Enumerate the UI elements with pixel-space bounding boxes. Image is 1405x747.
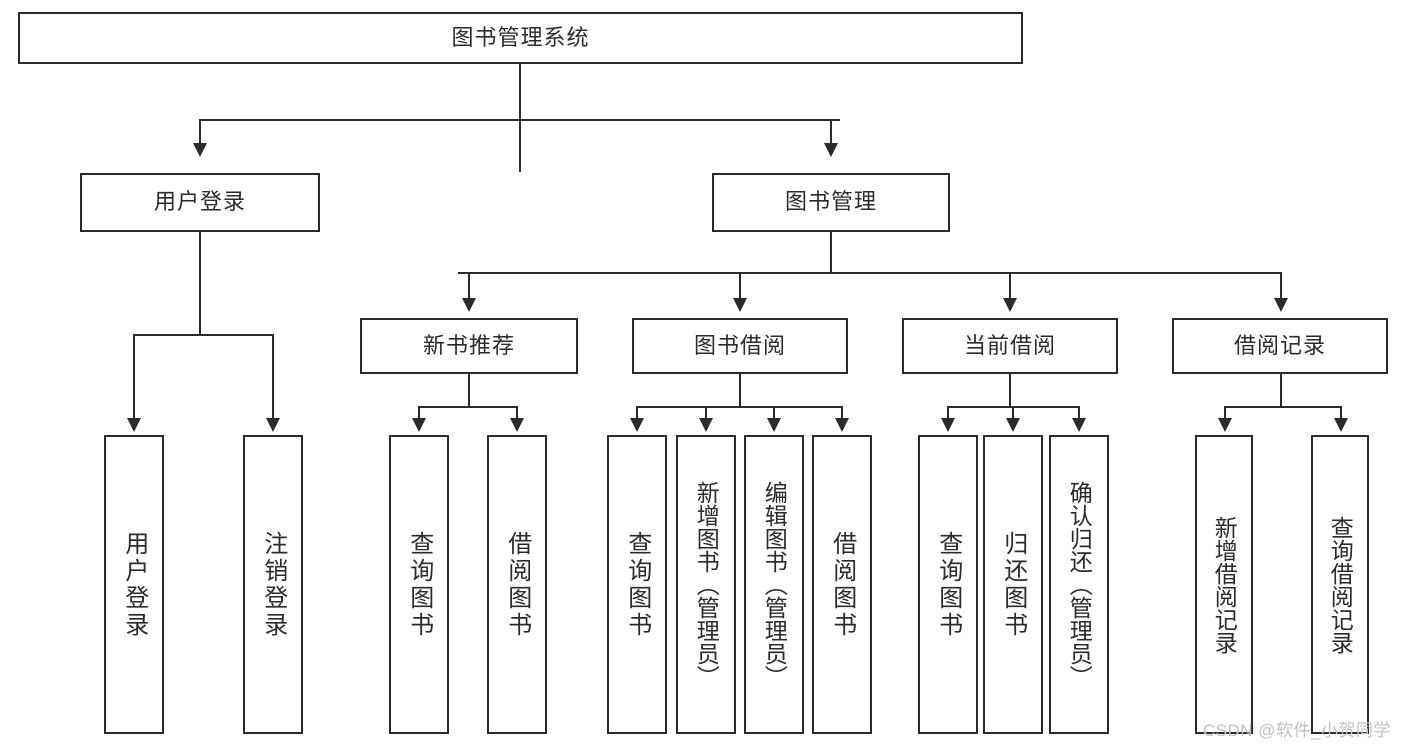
node-label: 借阅记录 [1233,332,1326,358]
node-new-book-recommend[interactable]: 新书推荐 [360,318,578,374]
connector-borrow-record-leaf-2 [1340,406,1342,420]
connector-root-bar [199,119,840,121]
connector-user-login-to-leaf-1 [133,334,135,420]
leaf-label: 新增借阅记录 [1211,515,1238,654]
leaf-new-book-borrow[interactable]: 借阅图书 [487,435,547,734]
connector-book-borrow-bar [636,406,842,408]
node-label: 图书借阅 [693,332,786,358]
node-book-borrow[interactable]: 图书借阅 [632,318,848,374]
leaf-borrow-record-query[interactable]: 查询借阅记录 [1311,435,1369,734]
arrow-new-book-leaf-2 [510,418,524,432]
leaf-label: 新增图书（管理员） [693,481,720,688]
connector-current-borrow-stem [1009,374,1011,408]
arrow-book-borrow-leaf-1 [630,418,644,432]
leaf-book-borrow-query[interactable]: 查询图书 [607,435,667,734]
leaf-label: 借阅图书 [828,530,856,639]
connector-current-borrow-leaf-2 [1012,406,1014,420]
connector-book-borrow-leaf-4 [841,406,843,420]
connector-new-book-bar [418,406,518,408]
leaf-label: 用户登录 [120,530,148,639]
leaf-current-borrow-query[interactable]: 查询图书 [918,435,978,734]
node-label: 图书管理系统 [451,24,590,50]
node-label: 用户登录 [153,189,246,215]
connector-level2-bar [458,272,1282,274]
connector-to-new-book [468,272,470,300]
connector-borrow-record-bar [1224,406,1342,408]
leaf-label: 借阅图书 [503,530,531,639]
node-root-system[interactable]: 图书管理系统 [18,12,1023,64]
leaf-label: 查询借阅记录 [1327,515,1354,654]
node-current-borrow[interactable]: 当前借阅 [902,318,1118,374]
node-user-login[interactable]: 用户登录 [80,173,320,232]
connector-new-book-leaf-2 [516,406,518,420]
connector-user-login-bar [133,334,274,336]
arrow-to-book-borrow [733,298,747,312]
connector-borrow-record-stem [1280,374,1282,408]
connector-book-borrow-leaf-3 [773,406,775,420]
arrow-user-login-to-leaf-1 [127,418,141,432]
connector-new-book-leaf-1 [418,406,420,420]
leaf-book-borrow-add[interactable]: 新增图书（管理员） [676,435,736,734]
arrow-current-borrow-leaf-1 [941,418,955,432]
leaf-borrow-record-add[interactable]: 新增借阅记录 [1195,435,1253,734]
connector-book-borrow-leaf-1 [636,406,638,420]
arrow-book-borrow-leaf-2 [699,418,713,432]
node-book-management[interactable]: 图书管理 [712,173,950,232]
connector-root-to-book-manage [830,119,832,145]
leaf-user-login-logout[interactable]: 注销登录 [243,435,303,734]
connector-book-borrow-leaf-2 [705,406,707,420]
connector-to-current-borrow [1009,272,1011,300]
connector-book-management-stem [830,232,832,274]
connector-user-login-to-leaf-2 [272,334,274,420]
leaf-label: 确认归还（管理员） [1066,481,1093,688]
arrow-root-to-book-manage [824,143,838,157]
node-borrow-record[interactable]: 借阅记录 [1172,318,1388,374]
leaf-label: 归还图书 [999,530,1027,639]
node-label: 新书推荐 [422,332,515,358]
arrow-borrow-record-leaf-1 [1218,418,1232,432]
connector-root-to-user-login [199,119,201,145]
node-label: 当前借阅 [963,332,1056,358]
connector-to-borrow-record [1280,272,1282,300]
leaf-book-borrow-borrow[interactable]: 借阅图书 [812,435,872,734]
connector-current-borrow-leaf-1 [947,406,949,420]
leaf-current-borrow-return[interactable]: 归还图书 [983,435,1043,734]
leaf-new-book-query[interactable]: 查询图书 [389,435,449,734]
arrow-to-new-book [462,298,476,312]
leaf-label: 编辑图书（管理员） [761,481,788,688]
arrow-to-current-borrow [1003,298,1017,312]
connector-book-borrow-stem [739,374,741,408]
arrow-to-borrow-record [1274,298,1288,312]
connector-current-borrow-leaf-3 [1078,406,1080,420]
leaf-current-borrow-confirm-return[interactable]: 确认归还（管理员） [1049,435,1109,734]
connector-borrow-record-leaf-1 [1224,406,1226,420]
connector-root-stem [519,64,521,172]
leaf-label: 查询图书 [623,530,651,639]
arrow-current-borrow-leaf-2 [1006,418,1020,432]
leaf-label: 查询图书 [934,530,962,639]
leaf-book-borrow-edit[interactable]: 编辑图书（管理员） [744,435,804,734]
arrow-current-borrow-leaf-3 [1072,418,1086,432]
connector-to-book-borrow [739,272,741,300]
leaf-user-login-login[interactable]: 用户登录 [104,435,164,734]
arrow-book-borrow-leaf-4 [835,418,849,432]
arrow-user-login-to-leaf-2 [266,418,280,432]
arrow-root-to-user-login [193,143,207,157]
arrow-book-borrow-leaf-3 [767,418,781,432]
connector-new-book-stem [468,374,470,408]
leaf-label: 注销登录 [259,530,287,639]
leaf-label: 查询图书 [405,530,433,639]
arrow-new-book-leaf-1 [412,418,426,432]
node-label: 图书管理 [784,189,877,215]
connector-user-login-stem [199,232,201,335]
arrow-borrow-record-leaf-2 [1334,418,1348,432]
